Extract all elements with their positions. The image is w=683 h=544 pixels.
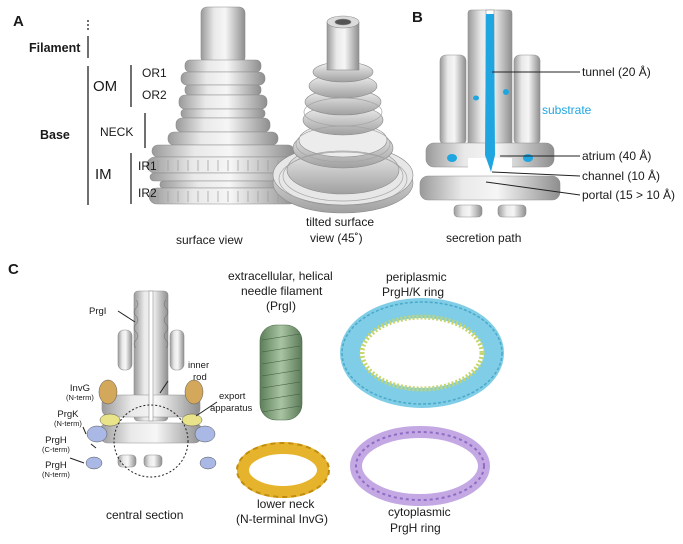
cytoplasmic-caption-line1: cytoplasmic — [388, 505, 451, 519]
atrium-label: atrium (40 Å) — [582, 149, 652, 163]
portal-label: portal (15 > 10 Å) — [582, 188, 676, 202]
substrate-path — [447, 14, 533, 172]
base-label: Base — [40, 128, 70, 142]
periplasmic-caption-line2: PrgH/K ring — [382, 285, 445, 299]
surface-view-model — [146, 6, 300, 205]
prgk-sub-label: (N-term) — [54, 419, 82, 429]
prgi-label: PrgI — [89, 306, 107, 317]
prgh-c-sub-label: (C-term) — [42, 445, 70, 455]
panel-label-c: C — [8, 261, 19, 278]
cytoplasmic-ring-model — [350, 426, 490, 506]
or1-label: OR1 — [142, 66, 167, 80]
im-label: IM — [95, 166, 112, 183]
panel-a-brackets — [87, 20, 146, 205]
periplasmic-caption-line1: periplasmic — [386, 270, 447, 284]
apparatus-label: apparatus — [210, 403, 253, 414]
prgk-label-group: PrgK (N-term) — [54, 409, 82, 429]
panel-label-b: B — [412, 9, 423, 26]
periplasmic-ring-model — [340, 298, 504, 408]
prgh-n-sub-label: (N-term) — [42, 470, 70, 480]
export-label: export — [219, 391, 246, 402]
ir2-label: IR2 — [138, 186, 157, 200]
prgh-n-label-group: PrgH (N-term) — [42, 460, 70, 480]
panel-label-a: A — [13, 13, 24, 30]
central-section-caption: central section — [106, 508, 184, 522]
prgh-c-label-group: PrgH (C-term) — [42, 435, 70, 455]
surface-view-caption: surface view — [176, 233, 243, 247]
needle-caption-line1: extracellular, helical — [228, 269, 333, 283]
channel-label: channel (10 Å) — [582, 169, 661, 183]
secretion-path-caption: secretion path — [446, 231, 522, 245]
rod-label: rod — [193, 372, 207, 383]
tilted-view-texture — [278, 97, 408, 207]
prgk-label: PrgK — [57, 409, 79, 420]
tilted-view-caption-line1: tilted surface — [306, 215, 375, 229]
prgh-n-label: PrgH — [45, 460, 67, 471]
prgh-c-label: PrgH — [45, 435, 67, 446]
lower-neck-model — [236, 442, 330, 498]
tilted-view-model — [272, 15, 414, 214]
substrate-label: substrate — [542, 103, 592, 117]
lower-neck-caption-line1: lower neck — [257, 497, 315, 511]
needle-caption-line3: (PrgI) — [266, 299, 296, 313]
filament-label: Filament — [29, 41, 81, 55]
invg-label-group: InvG (N-term) — [66, 383, 94, 403]
central-section-subunits — [85, 379, 217, 470]
needle-filament-model — [259, 324, 303, 421]
panel-b-leaders — [485, 71, 581, 196]
invg-sub-label: (N-term) — [66, 393, 94, 403]
central-section-helix — [133, 299, 169, 349]
lower-neck-caption-line2: (N-terminal InvG) — [236, 512, 329, 526]
invg-label: InvG — [69, 383, 90, 394]
needle-caption-line2: needle filament — [241, 284, 323, 298]
ir1-label: IR1 — [138, 159, 157, 173]
tilted-view-caption-line2: view (45˚) — [310, 231, 363, 245]
inner-label: inner — [188, 360, 210, 371]
tunnel-label: tunnel (20 Å) — [582, 65, 651, 79]
export-apparatus-circle — [113, 404, 189, 478]
cytoplasmic-caption-line2: PrgH ring — [390, 521, 441, 535]
neck-label: NECK — [100, 125, 134, 139]
panel-c-arrows — [69, 310, 218, 464]
or2-label: OR2 — [142, 88, 167, 102]
om-label: OM — [93, 78, 118, 95]
central-section-model — [99, 290, 203, 468]
